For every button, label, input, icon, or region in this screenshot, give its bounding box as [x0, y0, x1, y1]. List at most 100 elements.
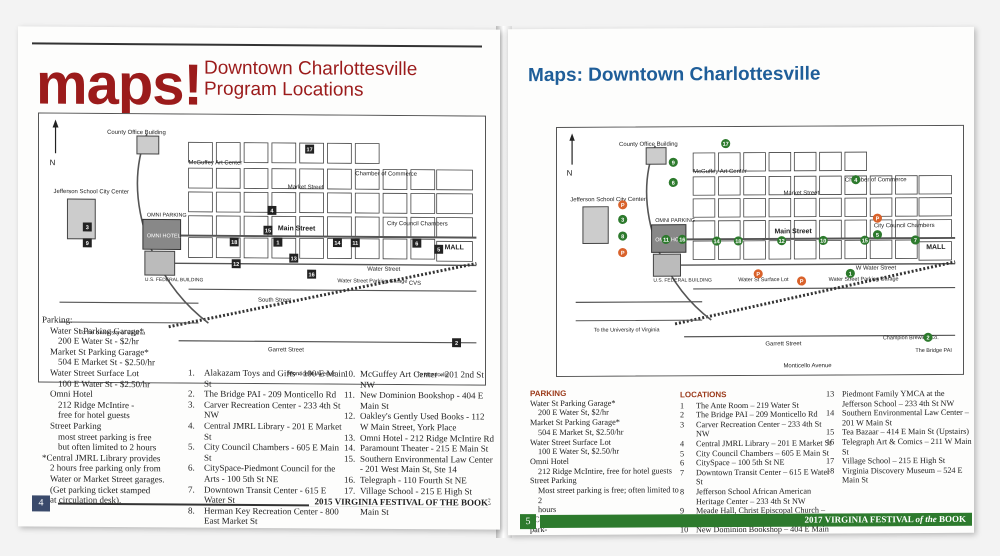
- location-text: The Bridge PAI – 209 Monticello Rd: [696, 409, 818, 420]
- label-water-garage: Water Street Parking Garage: [337, 278, 407, 284]
- location-marker-label: 6: [415, 241, 418, 247]
- city-block: [188, 215, 213, 237]
- label-omni-parking: OMNI PARKING: [147, 212, 187, 218]
- location-marker-label: 18: [231, 240, 237, 246]
- location-text: Central JMRL Library - 201 E Market St: [204, 420, 342, 442]
- jefferson-school-building: [582, 206, 609, 245]
- main-street-line: [158, 234, 477, 239]
- parking-right-line: Most street parking is free; often limit…: [538, 485, 679, 505]
- city-block: [243, 168, 269, 189]
- location-number: 3: [680, 420, 685, 430]
- city-block: [692, 220, 716, 240]
- city-block: [819, 175, 842, 195]
- locations-heading: LOCATIONS: [680, 390, 727, 400]
- label-water-garage: Water Street Parking Garage: [829, 276, 899, 282]
- label-market-street: Market Street: [288, 185, 324, 191]
- label-federal: U.S. FEDERAL BUILDING: [145, 277, 204, 283]
- location-marker-label: 2: [455, 341, 458, 347]
- location-item: 15.Southern Environmental Law Center - 2…: [344, 453, 494, 475]
- water-street-line: [666, 262, 956, 266]
- west-road: [575, 301, 703, 303]
- page-number-right: 5: [520, 514, 536, 530]
- location-number: 6.: [188, 462, 195, 473]
- city-block: [243, 191, 269, 213]
- city-block: [354, 192, 380, 214]
- city-block: [895, 239, 918, 259]
- city-block: [918, 197, 952, 217]
- location-marker: [661, 234, 671, 245]
- city-block: [918, 175, 952, 195]
- location-marker-label: P: [621, 203, 625, 209]
- location-marker: [263, 225, 273, 235]
- location-text: Oakley's Gently Used Books - 112 W Main …: [360, 411, 485, 433]
- location-text: Piedmont Family YMCA at the Jefferson Sc…: [842, 388, 955, 409]
- north-label: N: [50, 158, 56, 167]
- location-marker: [668, 157, 678, 167]
- federal-building: [652, 253, 681, 277]
- location-marker: [412, 238, 422, 248]
- page-footer-right: 5 2017 VIRGINIA FESTIVAL of the BOOK: [518, 512, 972, 530]
- city-block: [743, 176, 766, 196]
- city-block: [844, 151, 868, 171]
- location-text: Carver Recreation Center - 233 4th St NW: [204, 399, 341, 421]
- location-item: 1.Alakazam Toys and Gifts - 100 E Main S…: [188, 368, 348, 390]
- city-block: [793, 197, 817, 218]
- parking-line: 200 E Water St - $2/hr: [58, 335, 139, 347]
- location-text: Southern Environmental Law Center – 201 …: [842, 407, 969, 428]
- label-market-street: Market Street: [783, 191, 819, 197]
- south-street-line: [693, 286, 956, 290]
- city-block: [271, 142, 297, 164]
- garrett-street-line: [178, 340, 477, 344]
- city-block: [819, 239, 842, 260]
- location-number: 8: [680, 487, 685, 497]
- label-omni: OMNI HOTEL: [147, 233, 181, 239]
- location-number: 1: [680, 400, 685, 410]
- city-block: [844, 219, 868, 239]
- parking-line: Water or Market Street garages.: [50, 473, 165, 485]
- label-bridge-pai: The Bridge PAI: [915, 348, 952, 354]
- city-block: [327, 142, 352, 164]
- location-marker-label: 8: [621, 234, 624, 240]
- location-marker: [618, 247, 628, 258]
- subtitle-line-2: Program Locations: [204, 78, 364, 101]
- city-block: [436, 193, 473, 215]
- page-subtitle: Downtown Charlottesville Program Locatio…: [204, 58, 417, 101]
- location-number: 4: [680, 439, 685, 449]
- city-block: [271, 168, 297, 190]
- location-marker-label: 1: [276, 240, 279, 246]
- location-item: 3.Carver Recreation Center - 233 4th St …: [188, 399, 348, 421]
- location-marker: [305, 144, 315, 154]
- city-block: [410, 169, 436, 191]
- city-block: [215, 215, 241, 237]
- city-block: [895, 175, 918, 195]
- label-omni-parking: OMNI PARKING: [655, 218, 695, 224]
- location-number: 16.: [344, 474, 356, 485]
- city-block: [895, 197, 918, 217]
- footer-prefix: 2017 VIRGINIA FESTIVAL: [804, 514, 914, 525]
- label-county-office: County Office Building: [107, 130, 166, 136]
- city-block: [382, 192, 408, 214]
- city-block: [327, 216, 352, 238]
- city-block: [819, 219, 842, 240]
- label-garrett-street: Garrett Street: [765, 341, 801, 347]
- parking-line: Water Street Surface Lot: [50, 367, 139, 379]
- city-block: [768, 175, 792, 196]
- label-water-lot: Water St Surface Lot: [738, 277, 789, 283]
- city-block: [299, 237, 324, 259]
- location-text: CitySpace – 100 5th St NE: [696, 457, 785, 468]
- location-marker: [273, 237, 283, 247]
- location-marker: [307, 269, 317, 279]
- location-marker-label: 14: [334, 241, 341, 247]
- city-block: [271, 192, 297, 213]
- page-title: maps!: [36, 51, 202, 118]
- label-mall: MALL: [445, 244, 465, 251]
- location-marker-label: 12: [779, 239, 785, 245]
- location-text: The Ante Room – 219 Water St: [696, 400, 799, 410]
- parking-right-line: 212 Ridge McIntire, free for hotel guest…: [538, 465, 672, 476]
- location-marker: [796, 276, 807, 286]
- location-marker: [332, 238, 342, 248]
